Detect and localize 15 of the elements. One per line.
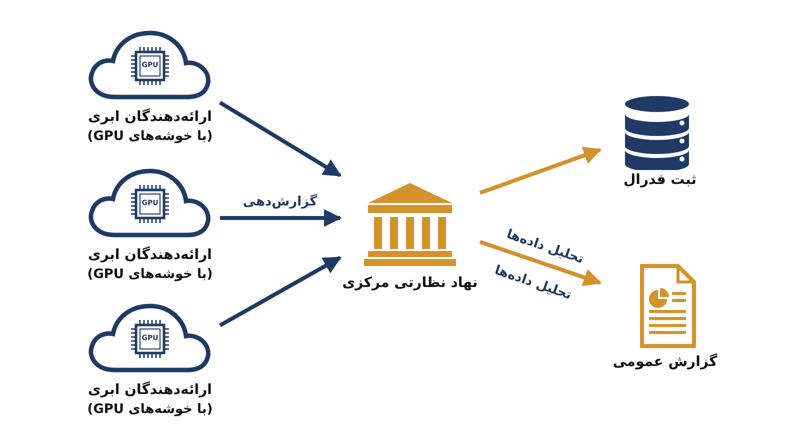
arrow (220, 209, 342, 227)
edge-label: گزارش‌دهی (240, 194, 320, 210)
node-subtitle: (با خوشه‌های GPU) (86, 129, 214, 144)
node-title: ارائه‌دهندگان ابری (87, 382, 213, 398)
arrow (479, 146, 602, 195)
node-subtitle: (با خوشه‌های GPU) (86, 267, 214, 282)
arrow (479, 240, 602, 286)
node-subtitle: (با خوشه‌های GPU) (86, 402, 214, 417)
node-title: ثبت فدرال (622, 172, 698, 188)
arrow (218, 100, 342, 178)
node-title: نهاد نظارتی مرکزی (341, 275, 479, 291)
arrow (219, 256, 342, 328)
node-title: گزارش عمومی (612, 354, 718, 370)
node-title: ارائه‌دهندگان ابری (87, 109, 213, 125)
node-title: ارائه‌دهندگان ابری (87, 247, 213, 263)
